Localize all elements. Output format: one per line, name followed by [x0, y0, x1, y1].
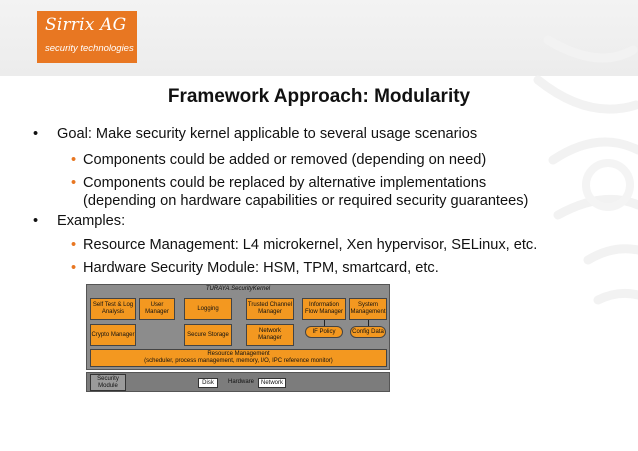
bullet-dot-icon: •	[33, 126, 39, 142]
brand-logo: Sirrix AG security technologies	[37, 11, 137, 63]
component-box: Self Test & Log Analysis	[90, 298, 136, 320]
component-box: System Management	[349, 298, 387, 320]
component-box: Network Manager	[246, 324, 294, 346]
bullet-dot-icon: •	[71, 237, 77, 253]
component-box: Information Flow Manager	[302, 298, 346, 320]
kernel-title: TURAYA.SecurityKernel	[205, 286, 271, 292]
brand-name: Sirrix AG	[45, 15, 127, 35]
hardware-label: Hardware	[228, 379, 255, 385]
sub-bullet: •Components could be replaced by alterna…	[71, 175, 487, 191]
component-box: Crypto Manager	[90, 324, 136, 346]
bullet-dot-icon: •	[71, 175, 77, 191]
component-box: Trusted Channel Manager	[246, 298, 294, 320]
disk-box: Disk	[198, 378, 218, 388]
security-module-box: Security Module	[90, 374, 126, 391]
connector-line	[368, 320, 369, 326]
sub-bullet: •Hardware Security Module: HSM, TPM, sma…	[71, 260, 439, 276]
connector-line	[324, 320, 325, 326]
bullet-dot-icon: •	[71, 152, 77, 168]
component-box: IF Policy	[305, 326, 343, 338]
resource-management-box: Resource Management (scheduler, process …	[90, 349, 387, 367]
bullet-dot-icon: •	[33, 213, 39, 229]
component-box: Secure Storage	[184, 324, 232, 346]
bullet-goal: •Goal: Make security kernel applicable t…	[33, 126, 478, 142]
brand-tagline: security technologies	[45, 43, 134, 54]
bullet-dot-icon: •	[71, 260, 77, 276]
network-box: Network	[258, 378, 286, 388]
eye-watermark-icon	[533, 35, 638, 305]
component-box: Config Data	[350, 326, 386, 338]
component-box: User Manager	[139, 298, 175, 320]
sub-bullet-continuation: (depending on hardware capabilities or r…	[83, 193, 529, 209]
slide-header: Sirrix AG security technologies	[0, 0, 638, 76]
bullet-examples: •Examples:	[33, 213, 126, 229]
security-kernel-diagram: TURAYA.SecurityKernel Self Test & Log An…	[86, 284, 391, 394]
sub-bullet: •Resource Management: L4 microkernel, Xe…	[71, 237, 538, 253]
hardware-panel	[86, 372, 390, 392]
slide-title: Framework Approach: Modularity	[167, 86, 471, 107]
component-box: Logging	[184, 298, 232, 320]
sub-bullet: •Components could be added or removed (d…	[71, 152, 487, 168]
